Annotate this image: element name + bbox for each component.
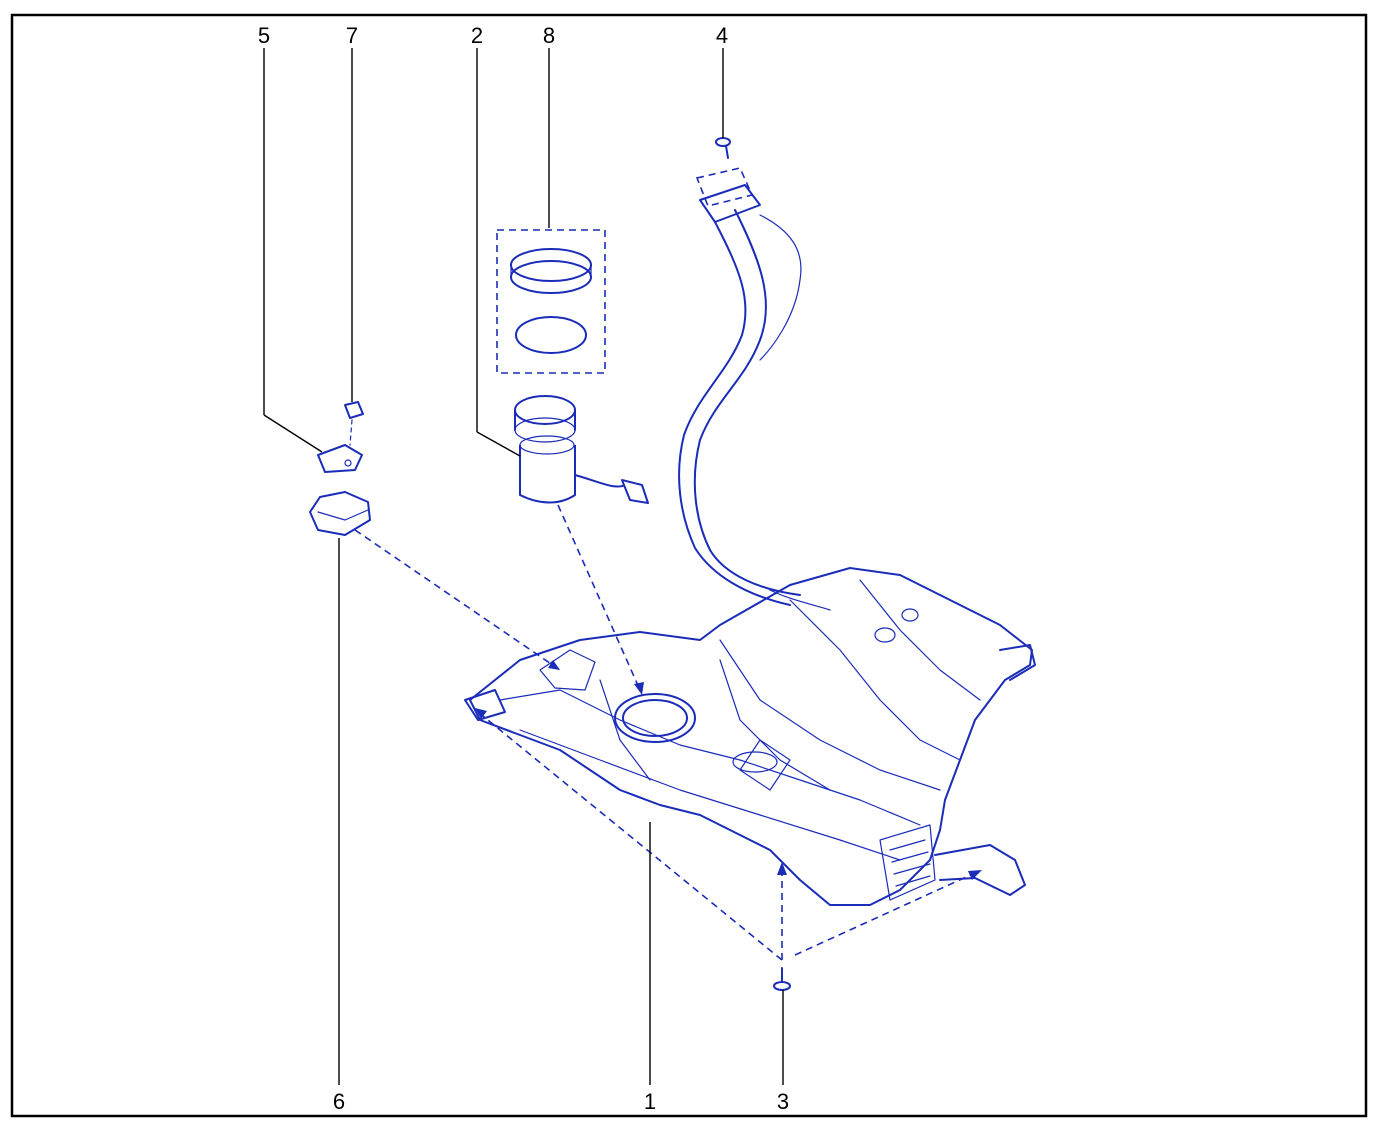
filler-neck-screw: [715, 137, 731, 159]
callout-3: 3: [777, 1089, 789, 1114]
lock-ring-and-seal: [496, 229, 606, 374]
diagram-frame: [10, 13, 1368, 1118]
callout-7: 7: [346, 23, 358, 48]
leader-lines: [263, 48, 784, 1085]
control-unit-bracket: [317, 444, 363, 473]
callout-2: 2: [471, 23, 483, 48]
callout-8: 8: [543, 23, 555, 48]
fuel-pump-module: [514, 395, 649, 504]
callout-4: 4: [716, 23, 728, 48]
callout-5: 5: [258, 23, 270, 48]
assembly-guide-lines: [354, 504, 982, 961]
fuel-pump-control-unit: [309, 491, 371, 536]
fuel-filler-neck: [678, 167, 831, 611]
bracket-nut: [344, 401, 364, 446]
callout-1: 1: [644, 1089, 656, 1114]
callout-6: 6: [333, 1089, 345, 1114]
fuel-tank: [464, 567, 1036, 906]
mounting-bolt: [773, 967, 791, 991]
